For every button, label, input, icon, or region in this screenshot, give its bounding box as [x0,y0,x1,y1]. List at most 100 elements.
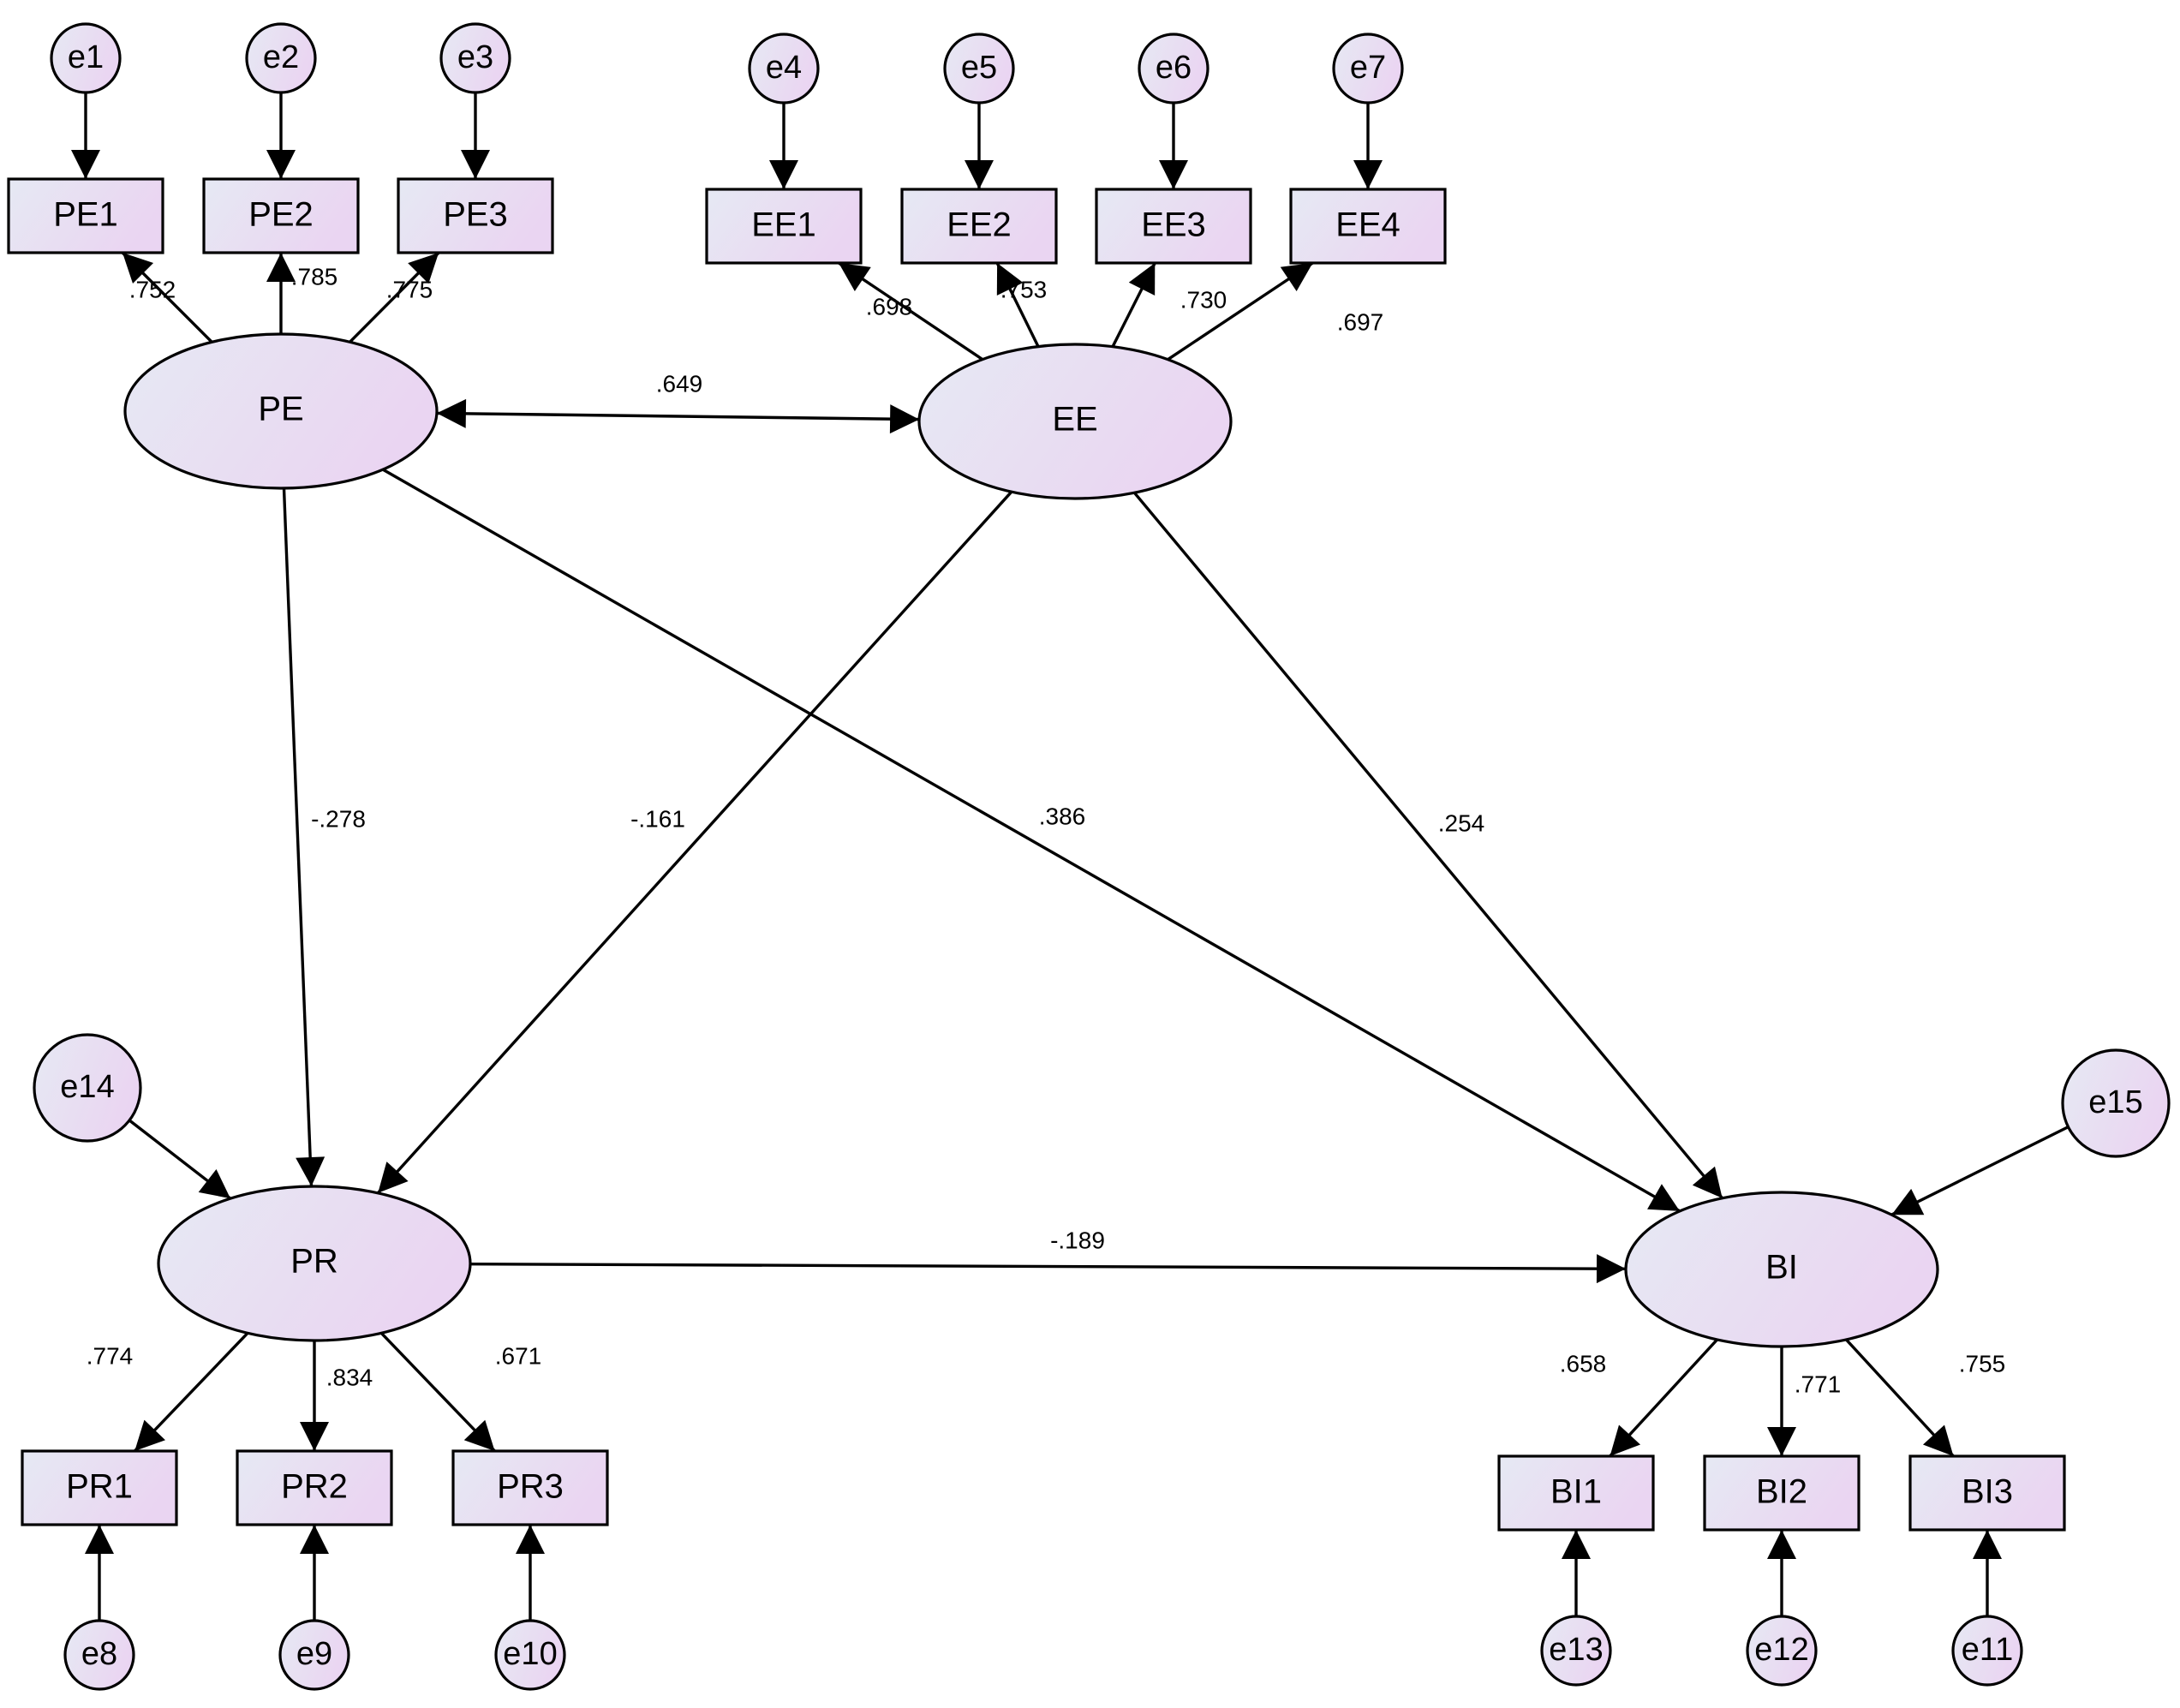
covariance-arrow-pe-ee [436,398,920,434]
error-e12-label: e12 [1754,1632,1808,1668]
error-e7-label: e7 [1350,50,1386,86]
error-e9-label: e9 [296,1636,332,1672]
loading-arrow-pe3 [349,251,440,343]
error-e15-circle [2061,1048,2171,1158]
indicator-pe3-label: PE3 [443,196,508,234]
loading-value-ee3: .730 [1180,286,1227,313]
error-e6-circle [1138,33,1209,105]
loading-arrow-bi3 [1845,1338,1955,1458]
error-e12-circle [1746,1615,1818,1687]
indicator-bi1-label: BI1 [1550,1473,1602,1511]
indicator-pe2-box [202,177,360,254]
indicator-ee3-label: EE3 [1141,206,1206,244]
latent-ee-ellipse [917,343,1233,500]
latent-bi-ellipse [1624,1191,1939,1348]
indicator-pe3-box [397,177,554,254]
loading-arrow-pr3 [379,1332,496,1453]
indicator-bi2-label: BI2 [1756,1473,1807,1511]
error-e15-label: e15 [2088,1084,2142,1120]
error-e5-label: e5 [961,50,997,86]
path-value-ee-bi: .254 [1438,809,1485,836]
loading-value-pr3: .671 [495,1342,542,1369]
loading-value-ee1: .698 [866,293,913,320]
loading-arrow-pr1 [133,1332,249,1453]
error-arrow-e15 [1890,1126,2070,1216]
error-e11-circle [1951,1615,2023,1687]
path-arrow-pe-pr [282,487,326,1187]
loading-value-pr1: .774 [87,1342,134,1369]
error-e13-circle [1540,1615,1612,1687]
indicator-ee1-box [705,188,863,265]
path-value-pr-bi: -.189 [1050,1227,1105,1253]
error-e1-label: e1 [68,39,104,75]
error-e14-circle [33,1033,142,1143]
indicator-pe2-label: PE2 [248,196,314,234]
indicator-pr2-box [236,1449,393,1526]
indicator-ee3-box [1095,188,1252,265]
indicator-pr1-label: PR1 [66,1468,133,1506]
latent-ee-label: EE [1052,401,1097,439]
loading-value-bi1: .658 [1560,1350,1607,1377]
loading-value-bi3: .755 [1959,1350,2006,1377]
indicator-ee4-box [1289,188,1447,265]
latent-pr-label: PR [290,1243,338,1281]
loading-value-pr2: .834 [326,1364,373,1390]
latent-pr-ellipse [157,1185,472,1342]
path-value-pe-pr: -.278 [311,805,366,832]
covariance-value-pe-ee: .649 [656,370,703,397]
error-e3-label: e3 [457,39,493,75]
indicator-ee2-label: EE2 [947,206,1012,244]
path-value-ee-pr: -.161 [630,805,685,832]
indicator-pe1-box [7,177,164,254]
error-e2-circle [245,22,317,94]
loading-arrow-pe1 [121,251,213,343]
indicator-ee1-label: EE1 [751,206,816,244]
indicator-pr3-label: PR3 [497,1468,564,1506]
error-arrow-e14 [128,1119,232,1200]
loading-value-pe1: .752 [129,276,176,302]
error-e3-circle [439,22,511,94]
path-arrow-ee-pr [376,491,1013,1194]
path-value-pe-bi: .386 [1039,803,1086,829]
loading-value-pe2: .785 [291,263,338,290]
indicator-ee2-box [900,188,1058,265]
latent-pe-label: PE [258,391,303,428]
latent-pe-ellipse [123,332,439,490]
error-e2-label: e2 [263,39,299,75]
error-e1-circle [50,22,122,94]
error-e5-circle [943,33,1015,105]
error-e6-label: e6 [1156,50,1192,86]
path-arrow-ee-bi [1132,492,1724,1199]
error-e7-circle [1332,33,1404,105]
error-e8-label: e8 [81,1636,117,1672]
error-e10-label: e10 [503,1636,557,1672]
loading-value-ee4: .697 [1337,308,1384,335]
edges-layer [71,93,2070,1621]
path-arrow-pe-bi [382,468,1681,1213]
indicator-pr1-box [21,1449,178,1526]
loading-arrow-ee4 [1167,261,1314,361]
error-e10-circle [494,1619,566,1691]
indicator-bi3-box [1908,1454,2066,1532]
indicator-pe1-label: PE1 [53,196,118,234]
error-e4-label: e4 [766,50,802,86]
nodes-layer [7,22,2171,1691]
indicator-bi2-box [1703,1454,1860,1532]
indicator-bi3-label: BI3 [1962,1473,2013,1511]
indicator-pr2-label: PR2 [281,1468,348,1506]
error-e4-circle [748,33,820,105]
error-e13-label: e13 [1549,1632,1603,1668]
loading-arrow-ee2 [995,262,1040,348]
loading-arrow-ee3 [1111,262,1156,348]
error-e14-label: e14 [60,1069,114,1105]
error-e8-circle [63,1619,135,1691]
indicator-ee4-label: EE4 [1335,206,1401,244]
loading-arrow-bi1 [1609,1338,1718,1458]
indicator-bi1-box [1497,1454,1655,1532]
loading-value-ee2: .753 [1000,276,1048,302]
error-e9-circle [278,1619,350,1691]
loading-arrow-ee1 [838,261,983,361]
latent-bi-label: BI [1765,1249,1798,1287]
